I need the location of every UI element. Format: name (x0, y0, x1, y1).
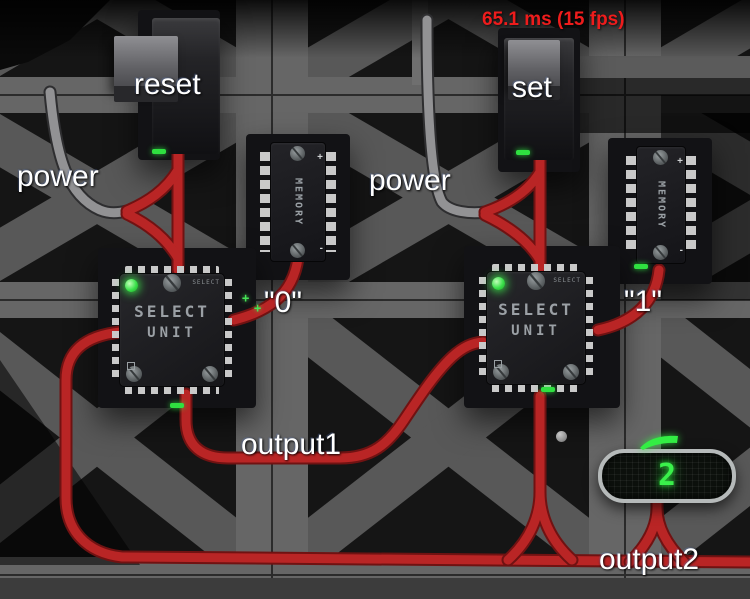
status-led-strip (634, 264, 648, 269)
chip-pins (479, 277, 488, 379)
chip-pins (125, 266, 219, 275)
select-unit-chip-left[interactable]: SELECT SELECT UNIT (110, 264, 234, 396)
select-unit-chip-right[interactable]: SELECT SELECT UNIT (477, 262, 595, 394)
chip-label: MEMORY (655, 180, 667, 230)
wire-select-left-to-memory-left (227, 251, 305, 327)
label-wire0: "0" (264, 286, 302, 319)
reset-switch-lever-front (114, 86, 178, 102)
chip-label-line2: UNIT (511, 323, 561, 339)
memory-chip-right[interactable]: + - MEMORY (626, 146, 696, 264)
frame-time-indicator: 65.1 ms (15 fps) (482, 9, 625, 30)
wire-display-to-bus (623, 489, 691, 569)
screw-icon (563, 364, 579, 380)
chip-pins (686, 156, 696, 254)
label-output1: output1 (241, 428, 342, 461)
wire-reset-to-select-left (120, 125, 185, 277)
screw-icon (290, 146, 305, 161)
chip-label-line1: SELECT (498, 300, 574, 319)
reset-switch[interactable] (114, 12, 222, 158)
plus-terminal-marker: + (677, 156, 683, 167)
chip-pins (260, 152, 270, 252)
reset-switch-lever[interactable] (114, 36, 178, 88)
memory-chip-left[interactable]: + - MEMORY (260, 142, 336, 262)
minus-terminal-marker: - (319, 243, 323, 254)
screw-icon (290, 243, 305, 258)
screw-icon (126, 366, 142, 382)
label-output2: output2 (599, 543, 700, 576)
screw-icon (653, 245, 668, 260)
chip-pins (492, 383, 580, 392)
power-led (125, 279, 138, 292)
status-led-strip (170, 403, 184, 408)
counter-display[interactable]: 2 (598, 449, 736, 503)
screw-icon (202, 366, 218, 382)
chip-pins (326, 152, 336, 252)
wire-select-right-to-bus (501, 389, 579, 567)
chip-label-line1: SELECT (134, 302, 210, 321)
set-switch-lever-front (508, 86, 560, 100)
screw-icon (163, 274, 181, 292)
chip-body (636, 146, 686, 264)
panel-dot (556, 431, 567, 442)
wire-output1 (179, 335, 490, 465)
label-set: set (512, 71, 553, 104)
chip-pins (125, 385, 219, 394)
screw-icon (493, 364, 509, 380)
chip-pins (626, 156, 636, 254)
green-plus-marker: + (242, 291, 250, 305)
pin-one-marker (127, 362, 135, 370)
label-power-right: power (369, 164, 451, 197)
chip-pins (584, 277, 593, 379)
chip-label: MEMORY (292, 177, 304, 227)
display-digit: 2 (657, 458, 677, 493)
chip-label-line2: UNIT (147, 325, 197, 341)
wire-power-right-gray (420, 13, 493, 220)
power-led (492, 277, 505, 290)
status-led-strip (152, 149, 166, 154)
screw-icon (653, 150, 668, 165)
wire-ground-bus (59, 325, 750, 569)
status-led-strip (516, 150, 530, 155)
pin-one-marker (494, 360, 502, 368)
display-indicator-arrow (640, 435, 678, 450)
label-power-left: power (17, 160, 99, 193)
chip-pins (112, 279, 121, 381)
chip-label: SELECT UNIT (477, 300, 595, 339)
chip-marking: SELECT (192, 279, 220, 286)
screw-icon (527, 272, 545, 290)
plus-terminal-marker: + (317, 152, 323, 163)
chip-body (270, 142, 326, 262)
set-switch[interactable] (500, 32, 580, 164)
chip-marking: SELECT (553, 277, 581, 284)
chip-label: SELECT UNIT (110, 302, 234, 341)
minus-terminal-marker: - (679, 245, 683, 256)
label-wire1: "1" (624, 285, 662, 318)
set-switch-lever[interactable] (508, 40, 560, 88)
wire-select-right-to-memory-right (591, 263, 666, 337)
wire-power-left-gray (43, 85, 134, 220)
wire-set-to-select-right (478, 143, 547, 275)
green-plus-marker: + (254, 301, 262, 315)
chip-pins (492, 264, 580, 273)
label-reset: reset (134, 68, 201, 101)
chip-pins (223, 279, 232, 381)
status-led-strip (541, 387, 555, 392)
